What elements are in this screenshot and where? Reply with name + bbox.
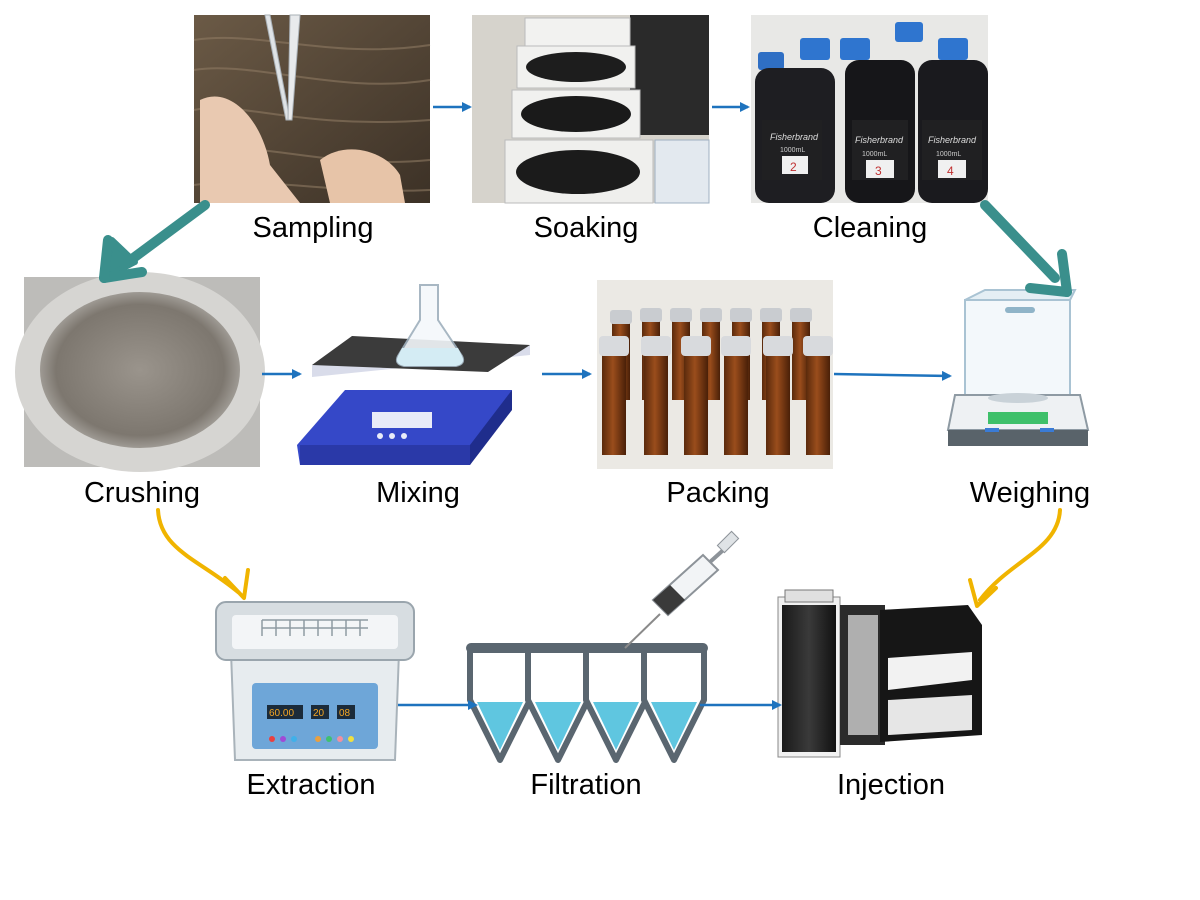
magnetic-stirrer-icon <box>297 284 530 465</box>
bottle-brand-label-3: Fisherbrand <box>928 135 977 145</box>
bottle-brand-label-2: Fisherbrand <box>855 135 904 145</box>
label-crushing: Crushing <box>83 477 201 509</box>
bottle <box>755 22 988 203</box>
label-sampling: Sampling <box>252 212 374 244</box>
bottle-number-2: 3 <box>875 164 882 178</box>
teal-arrow-sampling-to-crushing <box>99 200 210 283</box>
bottle-number-1: 2 <box>790 160 797 174</box>
bottle-volume-label-2: 1000mL <box>862 151 887 158</box>
label-weighing: Weighing <box>969 477 1091 509</box>
vial-row-front <box>599 336 833 455</box>
crushing-photo <box>15 272 265 472</box>
gold-arrow-weighing-to-injection <box>968 508 1062 608</box>
arrow-packing-to-weighing <box>833 370 952 381</box>
packing-photo <box>597 280 833 469</box>
bottle-volume-label-1: 1000mL <box>780 147 805 154</box>
centrifuge-tubes-icon <box>466 643 708 763</box>
ultrasonic-bath-icon <box>215 601 415 761</box>
bath-temperature-readout: 60.00 <box>269 708 294 719</box>
teal-arrow-cleaning-to-weighing <box>980 200 1072 297</box>
cleaning-photo: Fisherbrand Fisherbrand Fisherbrand 1000… <box>751 15 988 203</box>
analytical-balance-icon <box>946 289 1090 446</box>
bath-readout-2: 20 <box>313 708 325 719</box>
sampling-photo <box>193 14 431 203</box>
label-injection: Injection <box>836 769 946 801</box>
syringe-icon <box>624 530 740 649</box>
label-packing: Packing <box>666 477 770 509</box>
flow-arrows <box>262 102 952 710</box>
label-filtration: Filtration <box>530 769 642 801</box>
label-mixing: Mixing <box>376 477 460 509</box>
gold-arrow-crushing-to-extraction <box>156 508 250 600</box>
bottle-number-3: 4 <box>947 164 954 178</box>
bath-readout-3: 08 <box>339 708 351 719</box>
label-soaking: Soaking <box>533 212 639 244</box>
label-extraction: Extraction <box>246 769 376 801</box>
bottle-volume-label-3: 1000mL <box>936 151 961 158</box>
soaking-photo <box>472 15 710 204</box>
label-cleaning: Cleaning <box>812 212 928 244</box>
lc-instrument-icon <box>777 589 982 758</box>
bottle-brand-label-1: Fisherbrand <box>770 132 819 142</box>
